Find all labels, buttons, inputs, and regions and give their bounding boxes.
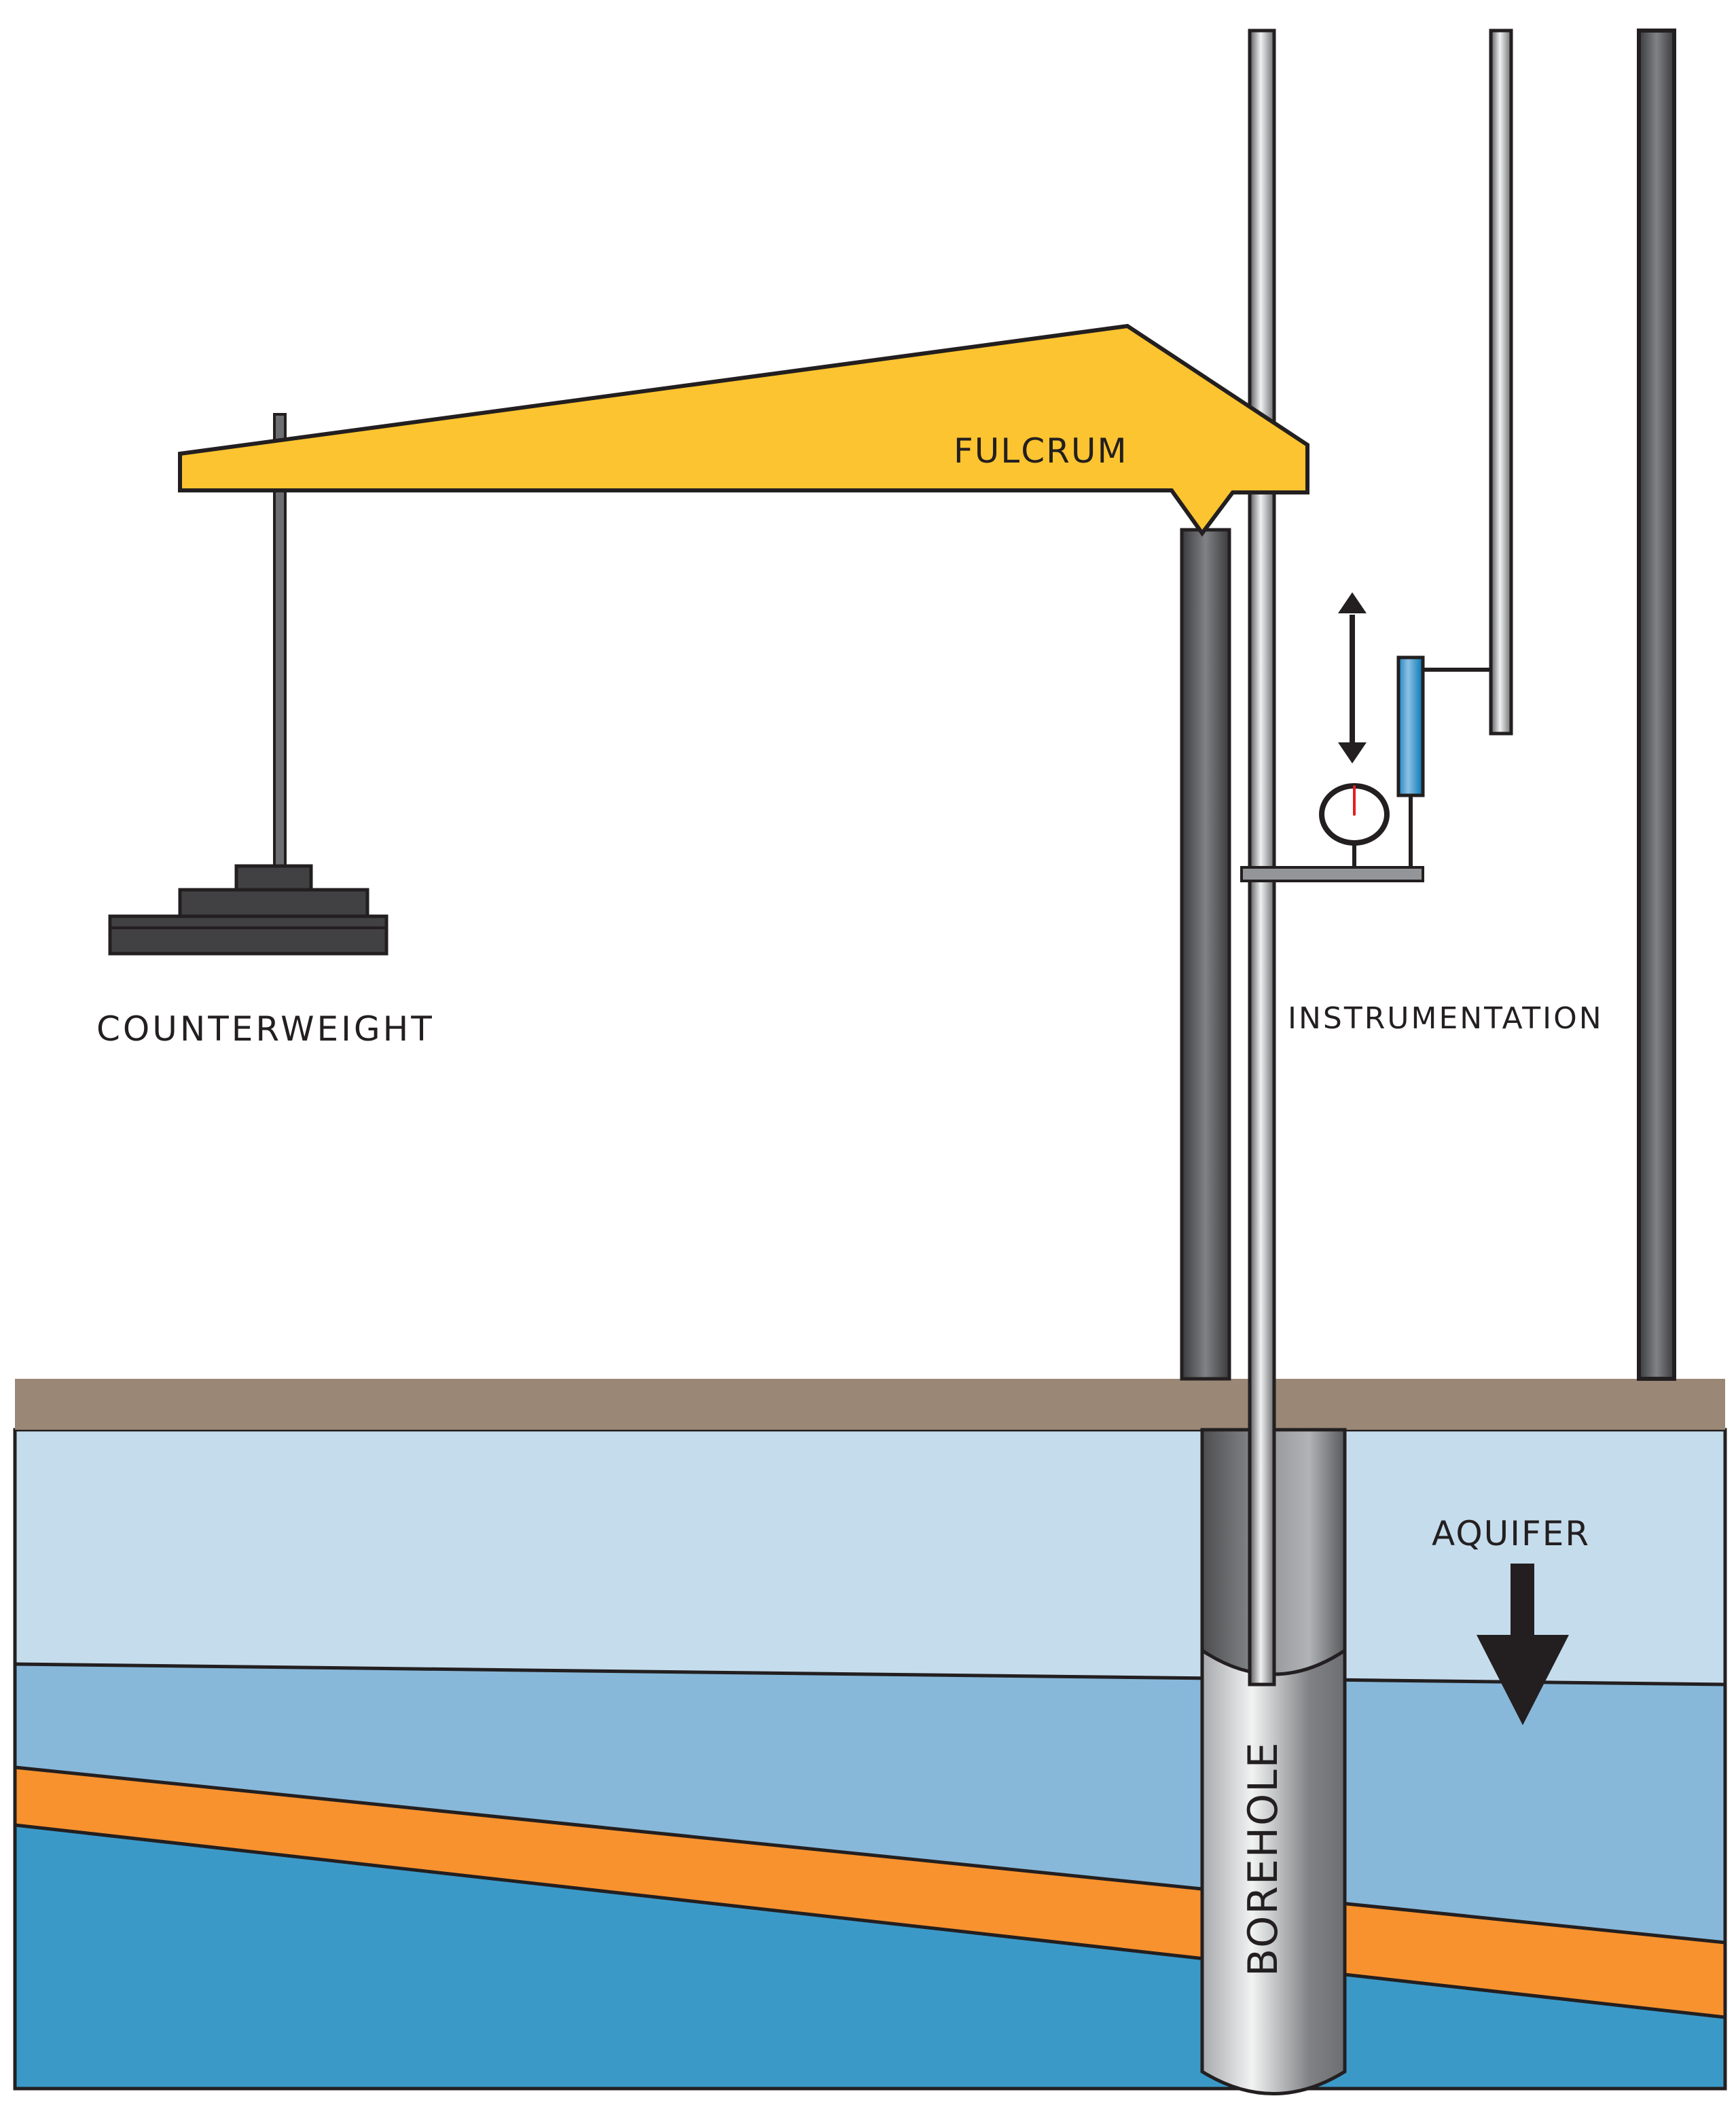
aquifer-label: AQUIFER [1432, 1514, 1590, 1553]
aquifer-indicator: AQUIFER [1432, 1514, 1590, 1725]
reference-rod [1248, 29, 1276, 1686]
clay-top-line [14, 1765, 1726, 1945]
lever-beam [178, 323, 1309, 537]
displacement-transducer [1396, 655, 1425, 797]
counterweight-plate-top [234, 864, 313, 894]
lever-arm: FULCRUM [178, 323, 1309, 871]
instrumentation: INSTRUMENTATION [1240, 592, 1604, 1036]
fulcrum-label: FULCRUM [954, 431, 1128, 471]
motion-arrow-icon [1338, 592, 1367, 763]
water-table-line [14, 1662, 1726, 1686]
ground-cross-section [13, 1379, 1727, 2091]
clay-bottom-line [14, 1823, 1726, 2019]
dial-gauge-icon [1319, 783, 1390, 873]
counterweight: COUNTERWEIGHT [96, 864, 435, 1049]
borehole-label: BOREHOLE [1240, 1741, 1287, 1977]
counterweight-plate-base [108, 914, 388, 956]
counterweight-plate-middle [178, 888, 369, 920]
instrument-table [1240, 866, 1424, 882]
land-surface [15, 1379, 1725, 1430]
transducer-mount-rod [1489, 29, 1513, 736]
down-arrow-icon [1477, 1564, 1569, 1725]
counterweight-label: COUNTERWEIGHT [96, 1009, 435, 1049]
right-support-rod [1637, 29, 1676, 1381]
fulcrum-column [1180, 528, 1231, 1381]
instrumentation-label: INSTRUMENTATION [1288, 1001, 1604, 1036]
